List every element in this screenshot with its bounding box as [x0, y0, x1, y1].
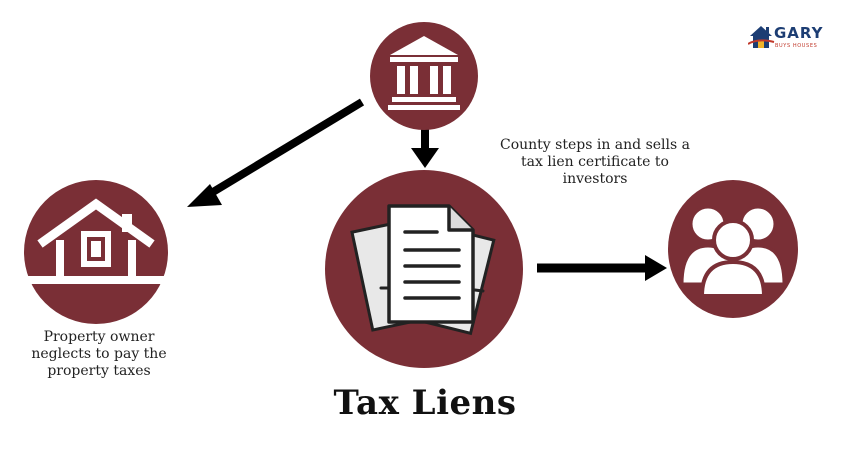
owner-caption-line: Property owner [43, 329, 155, 345]
house-icon [24, 198, 168, 284]
arrow-county-to-owner [187, 98, 365, 207]
owner-caption-line: property taxes [47, 363, 151, 379]
county-node [370, 22, 478, 130]
bank-icon [388, 36, 460, 110]
investors-node [668, 180, 798, 318]
document-stack-icon [350, 204, 496, 336]
page-title: Tax Liens [333, 383, 517, 423]
tax-lien-document-node [325, 170, 523, 368]
gary-buys-houses-logo: GARY BUYS HOUSES [748, 22, 828, 58]
people-icon [680, 205, 786, 298]
property-owner-node [24, 180, 168, 324]
owner-caption-line: neglects to pay the [31, 346, 167, 362]
logo-tagline: BUYS HOUSES [775, 43, 818, 49]
county-caption-line: tax lien certificate to [521, 154, 669, 170]
logo-name: GARY [774, 24, 824, 42]
county-caption-line: investors [562, 171, 628, 187]
county-caption-line: County steps in and sells a [500, 137, 690, 153]
house-logo-icon [748, 26, 775, 48]
owner-caption: Property owner neglects to pay the prope… [14, 329, 184, 380]
arrow-document-to-investors [537, 255, 667, 281]
arrow-county-to-document [411, 128, 439, 168]
county-caption: County steps in and sells a tax lien cer… [492, 137, 698, 188]
